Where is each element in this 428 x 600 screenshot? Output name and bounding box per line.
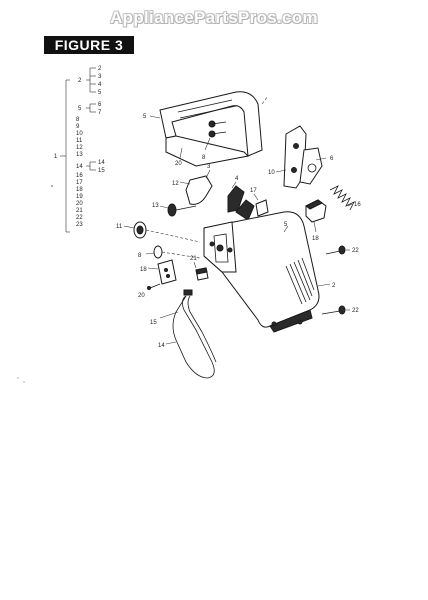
index-item: 2 <box>98 66 102 72</box>
hand-guard-part <box>159 91 263 167</box>
index-item: 18 <box>76 187 83 193</box>
callout-label: 17 <box>250 188 257 194</box>
index-item: 9 <box>76 124 80 130</box>
callout-label: 5 <box>143 114 147 120</box>
index-item: 7 <box>98 110 102 116</box>
callout-label: 22 <box>352 308 359 314</box>
callout-label: 10 <box>268 170 275 176</box>
callout-label: 12 <box>172 181 179 187</box>
index-group-parent: 5 <box>78 106 82 112</box>
brake-band-part <box>172 289 217 379</box>
index-item: 11 <box>76 138 83 144</box>
index-item: 10 <box>76 131 83 137</box>
callout-label: 15 <box>150 320 157 326</box>
callout-label: 4 <box>235 176 239 182</box>
callout-label: 22 <box>352 248 359 254</box>
index-item: 13 <box>76 152 83 158</box>
callout-label: 3 <box>207 164 211 170</box>
callout-label: 8 <box>138 253 142 259</box>
nut-part <box>133 221 201 243</box>
screw-part <box>321 305 346 315</box>
index-item: 22 <box>76 215 83 221</box>
callout-label: 18 <box>312 236 319 242</box>
callout-label: 14 <box>158 343 165 349</box>
index-item: 14 <box>98 160 105 166</box>
spring-part <box>329 185 355 211</box>
callout-label: 8 <box>202 155 206 161</box>
index-item: 8 <box>76 117 80 123</box>
watermark: AppliancePartsPros.com <box>110 8 318 27</box>
index-item: 21 <box>76 208 83 214</box>
index-item: 12 <box>76 145 83 151</box>
chain-brake-bracket <box>283 125 323 189</box>
callout-label: 5 <box>284 222 288 228</box>
index-item: 4 <box>98 82 102 88</box>
figure-title: FIGURE 3 <box>44 36 134 54</box>
callout-label: 6 <box>330 156 334 162</box>
index-item: 6 <box>98 102 102 108</box>
index-item: 15 <box>98 168 105 174</box>
index-item: 17 <box>76 180 83 186</box>
side-cover-part <box>203 211 320 333</box>
screw-part <box>147 283 161 290</box>
washer-part <box>153 245 201 259</box>
callout-label: 2 <box>332 283 336 289</box>
index-group-parent: 14 <box>76 164 83 170</box>
callout-label: 18 <box>140 267 147 273</box>
index-item: 5 <box>98 90 102 96</box>
index-item: 16 <box>76 173 83 179</box>
screw-part <box>325 245 346 255</box>
index-group-parent: 2 <box>78 78 82 84</box>
callout-label: 13 <box>152 203 159 209</box>
brake-lever-part <box>185 175 269 221</box>
brake-block-part <box>305 199 327 223</box>
plate-part <box>157 259 177 285</box>
block-part <box>195 267 209 281</box>
bolt-part <box>167 203 197 217</box>
callout-label: 20 <box>138 293 145 299</box>
index-item: 23 <box>76 222 83 228</box>
callout-label: 16 <box>354 202 361 208</box>
index-root-label: 1 <box>54 154 58 160</box>
index-tree: 1 2 2 3 4 5 5 6 7 8 9 10 11 12 13 14 14 <box>54 66 105 233</box>
index-item: 20 <box>76 201 83 207</box>
callout-label: 20 <box>175 161 182 167</box>
index-item: 19 <box>76 194 83 200</box>
callout-label: 11 <box>116 224 123 230</box>
callout-label: 21 <box>190 256 197 262</box>
index-item: 3 <box>98 74 102 80</box>
